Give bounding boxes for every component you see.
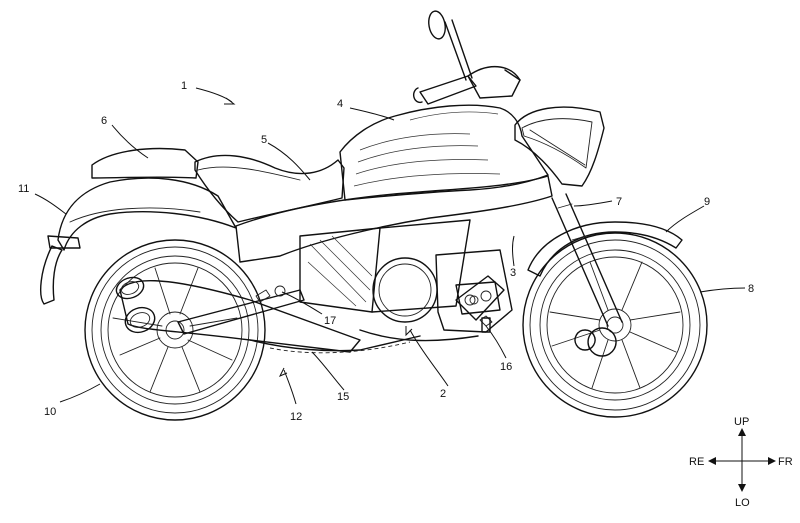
seat (194, 154, 345, 223)
label-16: 16 (500, 361, 512, 373)
label-15: 15 (337, 391, 349, 403)
frame-side-panel (235, 175, 553, 313)
arrow-left-icon (708, 457, 716, 465)
label-17: 17 (324, 315, 336, 327)
label-12: 12 (290, 411, 302, 423)
handlebar-and-mirror (413, 10, 521, 105)
front-wheel (522, 232, 708, 418)
label-5: 5 (261, 134, 267, 146)
rear-wheel (84, 239, 266, 421)
exhaust-muffler (115, 276, 421, 354)
fuel-tank (339, 104, 549, 201)
direction-rear: RE (689, 456, 704, 468)
direction-down: LO (735, 497, 750, 509)
arrow-right-icon (768, 457, 776, 465)
label-11: 11 (18, 183, 29, 195)
direction-front: FR (778, 456, 793, 468)
label-7: 7 (616, 196, 622, 208)
front-fender (527, 221, 683, 277)
label-3: 3 (510, 267, 516, 279)
label-10: 10 (44, 406, 56, 418)
direction-up: UP (734, 416, 749, 428)
reference-labels: 1 4 5 6 11 7 9 8 3 17 10 12 15 2 16 (18, 80, 754, 423)
label-1: 1 (181, 80, 187, 92)
engine (359, 249, 513, 342)
arrow-down-icon (738, 484, 746, 492)
front-cowl (514, 106, 605, 187)
label-4: 4 (337, 98, 343, 110)
label-2: 2 (440, 388, 446, 400)
swingarm (177, 285, 305, 335)
arrow-up-icon (738, 428, 746, 436)
direction-indicator: UP LO FR RE (689, 416, 793, 509)
leader-lines (34, 87, 746, 405)
front-fork (551, 193, 623, 357)
label-8: 8 (748, 283, 754, 295)
label-6: 6 (101, 115, 107, 127)
pillion-seat (91, 147, 199, 179)
label-9: 9 (704, 196, 710, 208)
